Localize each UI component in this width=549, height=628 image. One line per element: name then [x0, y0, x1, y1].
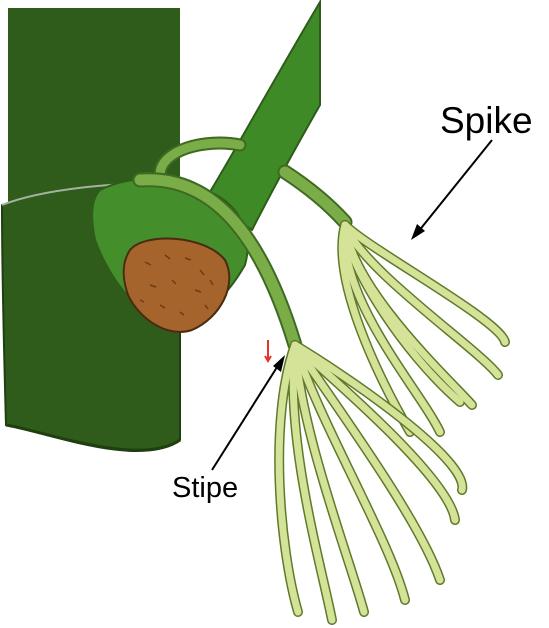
upper-spike	[337, 220, 510, 437]
leaf-blade	[203, 0, 321, 232]
spike-label: Spike	[440, 100, 533, 141]
lower-spike	[274, 340, 468, 625]
seed	[122, 237, 231, 333]
stipe-arrow	[211, 355, 285, 471]
spike-arrow	[411, 139, 493, 240]
stipe-label: Stipe	[172, 472, 238, 504]
stipe-marker	[264, 340, 272, 363]
